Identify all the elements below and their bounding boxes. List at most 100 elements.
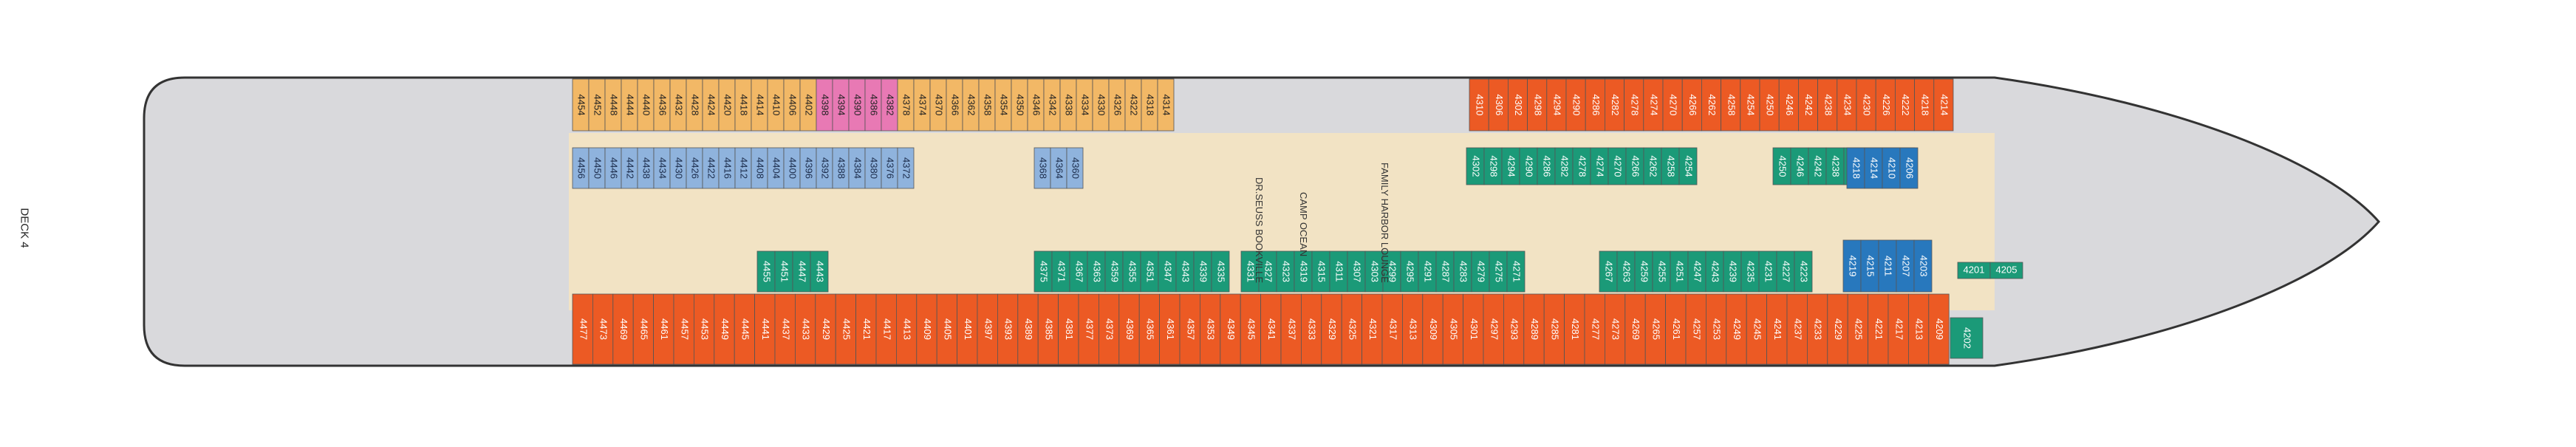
- cabin-4420[interactable]: 4420: [718, 78, 736, 132]
- cabin-4477[interactable]: 4477: [572, 293, 593, 365]
- cabin-4347[interactable]: 4347: [1158, 250, 1177, 293]
- cabin-4298[interactable]: 4298: [1527, 78, 1548, 132]
- cabin-4361[interactable]: 4361: [1159, 293, 1181, 365]
- cabin-4273[interactable]: 4273: [1604, 293, 1626, 365]
- cabin-4448[interactable]: 4448: [604, 78, 622, 132]
- cabin-4330[interactable]: 4330: [1092, 78, 1110, 132]
- cabin-4342[interactable]: 4342: [1043, 78, 1061, 132]
- cabin-4250[interactable]: 4250: [1759, 78, 1780, 132]
- cabin-4338[interactable]: 4338: [1059, 78, 1077, 132]
- cabin-4269[interactable]: 4269: [1624, 293, 1646, 365]
- cabin-4258[interactable]: 4258: [1721, 78, 1741, 132]
- cabin-4238[interactable]: 4238: [1817, 78, 1838, 132]
- cabin-4274[interactable]: 4274: [1590, 147, 1609, 185]
- cabin-4449[interactable]: 4449: [714, 293, 735, 365]
- cabin-4242[interactable]: 4242: [1808, 147, 1827, 185]
- cabin-4243[interactable]: 4243: [1705, 250, 1724, 293]
- cabin-4329[interactable]: 4329: [1321, 293, 1342, 365]
- cabin-4302[interactable]: 4302: [1508, 78, 1528, 132]
- cabin-4430[interactable]: 4430: [669, 147, 687, 189]
- cabin-4250[interactable]: 4250: [1772, 147, 1791, 185]
- cabin-4218[interactable]: 4218: [1914, 78, 1935, 132]
- cabin-4440[interactable]: 4440: [637, 78, 655, 132]
- cabin-4349[interactable]: 4349: [1220, 293, 1241, 365]
- cabin-4445[interactable]: 4445: [734, 293, 756, 365]
- cabin-4441[interactable]: 4441: [754, 293, 776, 365]
- cabin-4278[interactable]: 4278: [1624, 78, 1644, 132]
- cabin-4367[interactable]: 4367: [1069, 250, 1088, 293]
- cabin-4331[interactable]: 4331: [1240, 250, 1260, 293]
- cabin-4446[interactable]: 4446: [604, 147, 622, 189]
- cabin-4380[interactable]: 4380: [864, 147, 882, 189]
- cabin-4353[interactable]: 4353: [1200, 293, 1221, 365]
- cabin-4378[interactable]: 4378: [897, 78, 915, 132]
- cabin-4453[interactable]: 4453: [694, 293, 715, 365]
- cabin-4394[interactable]: 4394: [832, 78, 850, 132]
- cabin-4267[interactable]: 4267: [1599, 250, 1618, 293]
- cabin-4287[interactable]: 4287: [1435, 250, 1455, 293]
- cabin-4229[interactable]: 4229: [1827, 293, 1848, 365]
- cabin-4414[interactable]: 4414: [751, 78, 768, 132]
- cabin-4375[interactable]: 4375: [1034, 250, 1053, 293]
- cabin-4461[interactable]: 4461: [653, 293, 674, 365]
- cabin-4202[interactable]: 4202: [1950, 317, 1984, 359]
- cabin-4209[interactable]: 4209: [1928, 293, 1950, 365]
- cabin-4350[interactable]: 4350: [1011, 78, 1028, 132]
- cabin-4434[interactable]: 4434: [653, 147, 671, 189]
- cabin-4397[interactable]: 4397: [977, 293, 998, 365]
- cabin-4219[interactable]: 4219: [1842, 239, 1862, 293]
- cabin-4401[interactable]: 4401: [957, 293, 978, 365]
- cabin-4247[interactable]: 4247: [1687, 250, 1706, 293]
- cabin-4369[interactable]: 4369: [1118, 293, 1140, 365]
- cabin-4293[interactable]: 4293: [1503, 293, 1525, 365]
- cabin-4241[interactable]: 4241: [1766, 293, 1788, 365]
- cabin-4237[interactable]: 4237: [1786, 293, 1808, 365]
- cabin-4255[interactable]: 4255: [1652, 250, 1671, 293]
- cabin-4303[interactable]: 4303: [1364, 250, 1384, 293]
- cabin-4221[interactable]: 4221: [1868, 293, 1889, 365]
- cabin-4298[interactable]: 4298: [1483, 147, 1503, 185]
- cabin-4251[interactable]: 4251: [1670, 250, 1689, 293]
- cabin-4362[interactable]: 4362: [962, 78, 980, 132]
- cabin-4319[interactable]: 4319: [1294, 250, 1313, 293]
- cabin-4253[interactable]: 4253: [1705, 293, 1727, 365]
- cabin-4213[interactable]: 4213: [1907, 293, 1930, 365]
- cabin-4364[interactable]: 4364: [1050, 147, 1067, 189]
- cabin-4227[interactable]: 4227: [1776, 250, 1795, 293]
- cabin-4262[interactable]: 4262: [1701, 78, 1721, 132]
- cabin-4290[interactable]: 4290: [1519, 147, 1538, 185]
- cabin-4372[interactable]: 4372: [897, 147, 915, 189]
- cabin-4452[interactable]: 4452: [588, 78, 606, 132]
- cabin-4294[interactable]: 4294: [1501, 147, 1520, 185]
- cabin-4325[interactable]: 4325: [1341, 293, 1362, 365]
- cabin-4469[interactable]: 4469: [612, 293, 634, 365]
- cabin-4257[interactable]: 4257: [1685, 293, 1706, 365]
- cabin-4418[interactable]: 4418: [734, 78, 752, 132]
- cabin-4428[interactable]: 4428: [686, 78, 703, 132]
- cabin-4277[interactable]: 4277: [1584, 293, 1605, 365]
- cabin-4370[interactable]: 4370: [929, 78, 947, 132]
- cabin-4374[interactable]: 4374: [913, 78, 931, 132]
- cabin-4416[interactable]: 4416: [718, 147, 736, 189]
- cabin-4373[interactable]: 4373: [1099, 293, 1120, 365]
- cabin-4432[interactable]: 4432: [669, 78, 687, 132]
- cabin-4438[interactable]: 4438: [637, 147, 655, 189]
- cabin-4443[interactable]: 4443: [810, 250, 829, 293]
- cabin-4371[interactable]: 4371: [1051, 250, 1070, 293]
- cabin-4363[interactable]: 4363: [1087, 250, 1106, 293]
- cabin-4223[interactable]: 4223: [1794, 250, 1813, 293]
- cabin-4271[interactable]: 4271: [1506, 250, 1526, 293]
- cabin-4270[interactable]: 4270: [1608, 147, 1627, 185]
- cabin-4333[interactable]: 4333: [1301, 293, 1322, 365]
- cabin-4222[interactable]: 4222: [1894, 78, 1915, 132]
- cabin-4386[interactable]: 4386: [864, 78, 882, 132]
- cabin-4289[interactable]: 4289: [1523, 293, 1545, 365]
- cabin-4309[interactable]: 4309: [1422, 293, 1444, 365]
- cabin-4424[interactable]: 4424: [702, 78, 720, 132]
- cabin-4384[interactable]: 4384: [848, 147, 866, 189]
- cabin-4295[interactable]: 4295: [1400, 250, 1419, 293]
- cabin-4400[interactable]: 4400: [783, 147, 801, 189]
- cabin-4239[interactable]: 4239: [1723, 250, 1742, 293]
- cabin-4246[interactable]: 4246: [1778, 78, 1799, 132]
- cabin-4355[interactable]: 4355: [1122, 250, 1141, 293]
